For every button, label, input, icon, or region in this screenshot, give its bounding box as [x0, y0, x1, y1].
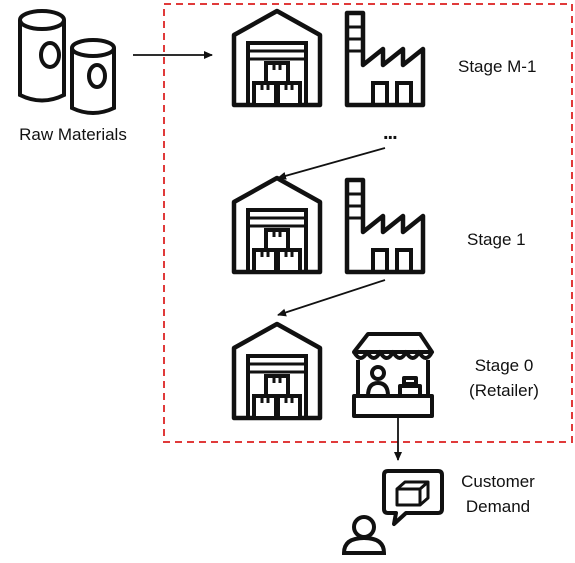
stages-boundary — [163, 3, 573, 443]
factory-icon — [347, 13, 423, 105]
arrow-stage1-to-stage0 — [277, 279, 386, 317]
demand-label: Demand — [465, 497, 531, 516]
stage-0-sublabel: (Retailer) — [469, 381, 539, 400]
warehouse-icon — [234, 11, 320, 105]
warehouse-icon — [234, 324, 320, 418]
market-stall-icon — [352, 332, 434, 418]
person-icon — [341, 515, 387, 555]
arrow-mminus1-to-stage1 — [277, 147, 386, 180]
barrels-icon — [18, 9, 116, 115]
factory-icon — [347, 180, 423, 272]
warehouse-icon — [234, 178, 320, 272]
stage-0-label: Stage 0 — [474, 356, 534, 375]
raw-materials-label: Raw Materials — [19, 125, 127, 144]
speech-bubble-icon — [382, 469, 444, 526]
ellipsis: ... — [383, 122, 398, 144]
stage-m-1-label: Stage M-1 — [458, 57, 537, 76]
stage-1-label: Stage 1 — [467, 230, 526, 249]
box-icon — [395, 480, 430, 507]
customer-label: Customer — [461, 472, 535, 491]
